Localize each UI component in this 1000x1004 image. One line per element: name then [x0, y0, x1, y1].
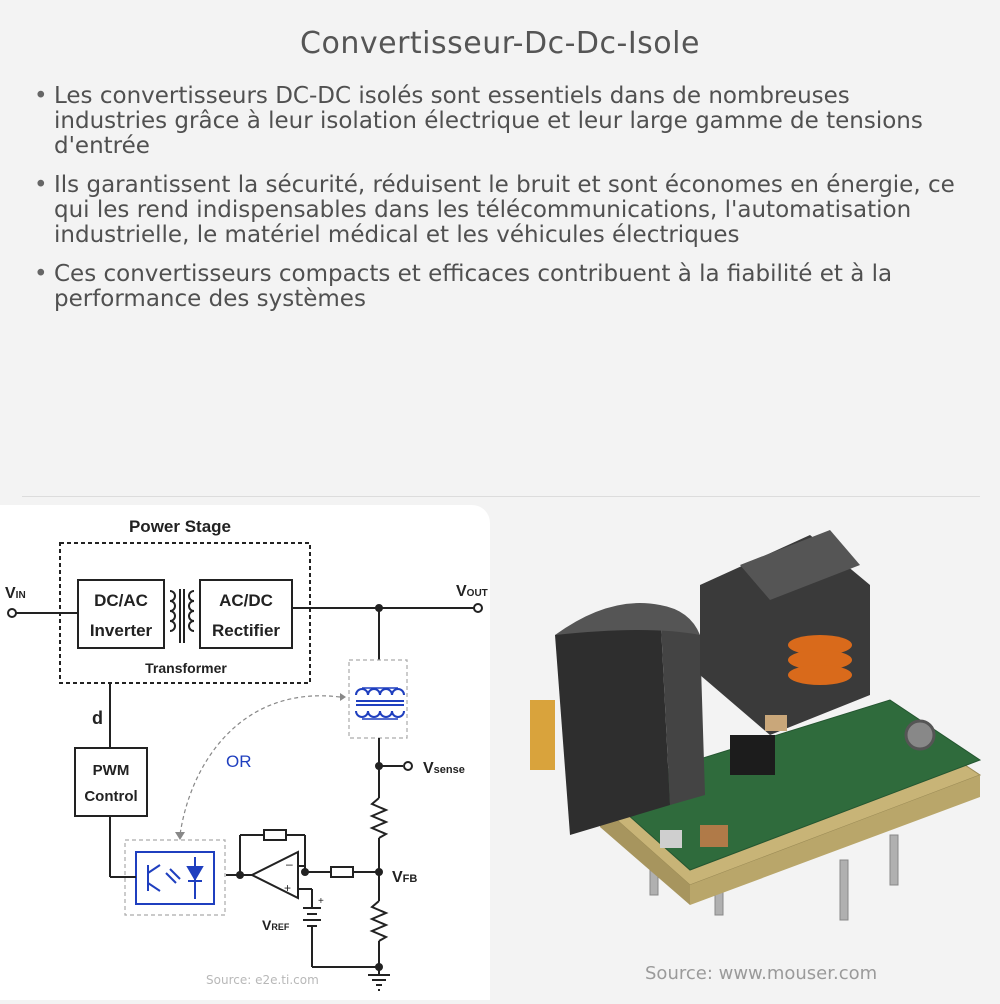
rectifier-label: Rectifier	[212, 621, 280, 640]
vfb-label: VFB	[392, 869, 417, 886]
inverter-label: Inverter	[90, 621, 153, 640]
vin-terminal	[7, 608, 17, 618]
bullet-item: Ils garantissent la sécurité, réduisent …	[34, 173, 964, 248]
dcac-inverter-block	[77, 579, 165, 649]
dcac-label: DC/AC	[94, 591, 148, 610]
svg-text:+: +	[318, 896, 324, 907]
resistor-icon	[369, 797, 389, 839]
resistor-icon	[369, 900, 389, 942]
bullet-list: Les convertisseurs DC-DC isolés sont ess…	[34, 84, 964, 326]
block-diagram-panel: Power Stage VIN DC/AC Inverter AC/DC Rec…	[0, 505, 490, 1000]
isolation-transformer-icon	[355, 687, 405, 720]
divider	[22, 496, 980, 497]
feedback-resistor-icon	[263, 829, 287, 841]
svg-text:+: +	[284, 881, 291, 895]
ground-icon	[368, 974, 390, 991]
photo-source: Source: www.mouser.com	[645, 963, 878, 984]
optocoupler-box	[124, 839, 226, 916]
isolation-transformer-box	[348, 659, 408, 739]
optocoupler-icon	[135, 851, 215, 905]
input-resistor-icon	[330, 866, 354, 878]
svg-text:–: –	[286, 857, 293, 871]
page-title: Convertisseur-Dc-Dc-Isole	[300, 26, 700, 61]
or-arrow	[179, 695, 341, 836]
diagram-source: Source: e2e.ti.com	[206, 973, 319, 987]
vref-battery-icon	[303, 907, 379, 968]
bullet-item: Les convertisseurs DC-DC isolés sont ess…	[34, 84, 964, 159]
transformer-symbol	[169, 589, 195, 643]
power-stage-label: Power Stage	[129, 517, 231, 536]
or-label: OR	[226, 752, 252, 771]
vout-terminal	[473, 603, 483, 613]
bullet-item: Ces convertisseurs compacts et efficaces…	[34, 262, 964, 312]
block-diagram: Power Stage VIN DC/AC Inverter AC/DC Rec…	[5, 517, 488, 991]
acdc-label: AC/DC	[219, 591, 273, 610]
dc-dc-module-image	[530, 530, 982, 921]
vin-label: VIN	[5, 585, 26, 602]
pwm-control-block	[74, 747, 148, 817]
vref-label: VREF	[262, 917, 290, 933]
opamp-icon	[249, 850, 299, 900]
transformer-label: Transformer	[145, 660, 227, 676]
control-label: Control	[84, 788, 137, 805]
vsense-label: Vsense	[423, 760, 465, 777]
product-photo	[510, 505, 1000, 1000]
vsense-terminal	[403, 761, 413, 771]
duty-cycle-label: d	[92, 708, 103, 728]
vout-label: VOUT	[456, 583, 488, 600]
pwm-label: PWM	[93, 762, 130, 779]
acdc-rectifier-block	[199, 579, 293, 649]
